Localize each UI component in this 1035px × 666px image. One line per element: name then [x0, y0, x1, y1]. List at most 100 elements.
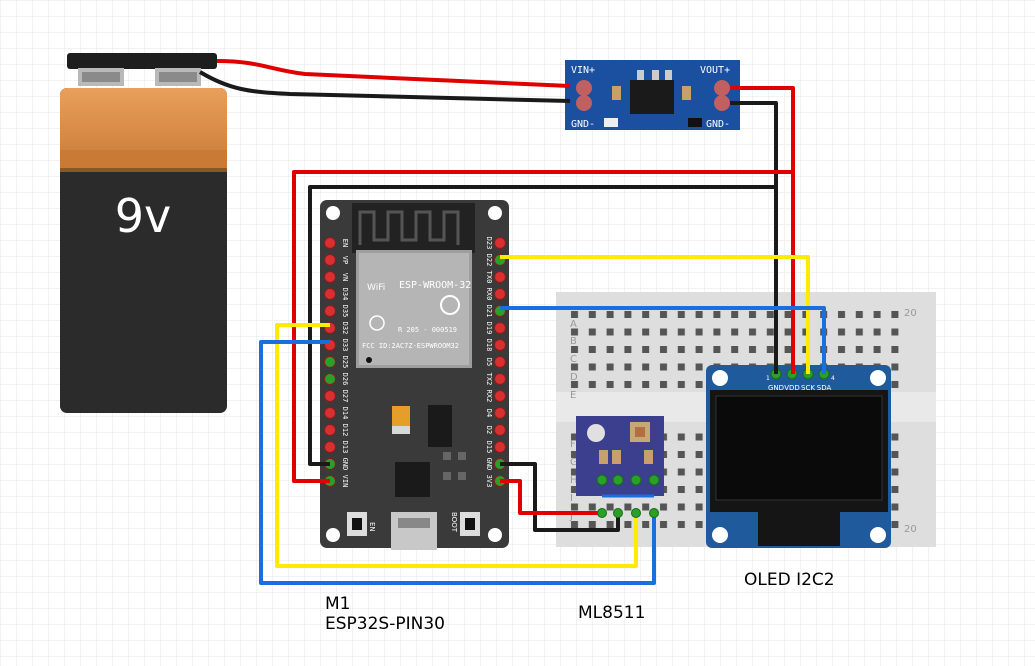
esp-pin-left-vp[interactable]: VP	[324, 254, 350, 266]
ce-mark-icon	[369, 315, 385, 331]
wire-d33-ml8511	[275, 323, 638, 568]
bb-row-J: J	[569, 511, 573, 522]
esp-pin-right-label: D18	[485, 339, 493, 352]
esp-pin-left-label: D33	[341, 339, 349, 352]
breadboard-hole-ml8511-2[interactable]	[613, 508, 623, 518]
oled-pin-num-left: 1	[766, 375, 770, 382]
bb-col-bottom: 20	[904, 524, 917, 535]
esp-pin-left-label: VN	[341, 273, 349, 281]
esp-pin-right-d4[interactable]: D4	[485, 407, 506, 419]
reg-gnd-right-label: GND-	[706, 119, 730, 130]
esp-r-mark: R 205 - 000519	[398, 326, 457, 334]
m1-label: M1	[325, 594, 351, 614]
esp-pin-left-d25[interactable]: D25	[324, 356, 350, 369]
esp-pin-right-d23[interactable]: D23	[485, 237, 506, 250]
esp-pin-left-label: GND	[341, 458, 349, 471]
esp-pin-left-label: D27	[341, 390, 349, 403]
esp-pin-right-d15[interactable]: D15	[485, 441, 506, 454]
ml8511-pin-2[interactable]	[612, 474, 624, 486]
esp-module-name: ESP-WROOM-32	[399, 280, 471, 291]
bb-row-A: A	[570, 319, 577, 330]
oled-pin-label: GND	[768, 384, 784, 392]
wire-vout-oled-vdd	[730, 86, 795, 374]
esp-pin-left-d34[interactable]: D34	[324, 288, 350, 301]
esp-pin-right-label: TX2	[485, 373, 493, 386]
esp-pin-left-d12[interactable]: D12	[324, 424, 350, 437]
esp-pin-right-label: GND	[485, 458, 493, 471]
wire-gnd-ml8511	[500, 462, 620, 532]
wire-battery-negative	[198, 70, 571, 103]
esp-pin-right-label: D5	[485, 358, 493, 366]
esp-pin-right-label: D21	[485, 305, 493, 318]
esp-pin-left-d14[interactable]: D14	[324, 407, 350, 420]
wire-d22-sck	[500, 255, 810, 374]
esp-pin-right-label: D4	[485, 409, 493, 417]
oled-pin-label: SDA	[817, 384, 832, 392]
esp-pin-left-en[interactable]: EN	[324, 237, 350, 249]
esp-pin-left-label: D12	[341, 424, 349, 437]
bb-col-top: 20	[904, 308, 917, 319]
esp-pin-left-d27[interactable]: D27	[324, 390, 350, 403]
wifi-logo: WiFi	[367, 283, 385, 293]
battery-9v: 9v	[60, 53, 227, 413]
bb-row-C: C	[570, 354, 577, 365]
wire-gnd-oled-gnd	[730, 101, 778, 374]
esp-pin-left-d26[interactable]: D26	[324, 373, 350, 386]
esp-pin-left-vn[interactable]: VN	[324, 271, 350, 283]
esp-pin-right-rx2[interactable]: RX2	[485, 390, 506, 403]
wire-3v3-ml8511	[500, 479, 602, 515]
reg-vin-label: VIN+	[571, 65, 595, 76]
en-button-label: EN	[368, 522, 376, 532]
esp-pin-left-label: D34	[341, 288, 349, 301]
esp-pin-right-label: D19	[485, 322, 493, 335]
bb-row-I: I	[570, 493, 573, 504]
esp-pin-left-label: D13	[341, 441, 349, 454]
wire-d21-sda	[500, 306, 826, 374]
esp-pin-left-label: VIN	[341, 475, 349, 488]
ml8511-label: ML8511	[578, 603, 646, 623]
bluetooth-icon	[440, 295, 460, 315]
breadboard-hole-ml8511-4[interactable]	[649, 508, 659, 518]
bb-row-D: D	[570, 372, 578, 383]
esp-pin-right-d18[interactable]: D18	[485, 339, 506, 352]
esp-pin-left-label: EN	[341, 239, 349, 247]
ml8511-pin-3[interactable]	[630, 474, 642, 486]
esp-pin-right-d2[interactable]: D2	[485, 424, 506, 436]
esp-pin-right-label: D22	[485, 254, 493, 267]
esp-pin-right-label: RX2	[485, 390, 493, 403]
esp-pin-left-d13[interactable]: D13	[324, 441, 350, 454]
esp-pin-left-label: D35	[341, 305, 349, 318]
oled-pin-num-right: 4	[831, 375, 835, 382]
breadboard-hole-ml8511-3[interactable]	[631, 508, 641, 518]
usb-port	[391, 512, 437, 550]
oled-pin-label: SCK	[801, 384, 815, 392]
esp-pin-right-label: D23	[485, 237, 493, 250]
bb-row-G: G	[570, 457, 578, 468]
bb-row-F: F	[570, 439, 576, 450]
reg-vout-label: VOUT+	[700, 65, 730, 76]
esp-pin-right-d5[interactable]: D5	[485, 356, 506, 368]
esp-pin-left-label: D32	[341, 322, 349, 335]
esp-pin-right-label: 3V3	[485, 475, 493, 488]
voltage-regulator: VIN+ VOUT+ GND- GND-	[565, 60, 740, 130]
boot-button-label: BOOT	[450, 512, 458, 533]
oled-pin-label: VDD	[784, 384, 800, 392]
reg-gnd-left-label: GND-	[571, 119, 595, 130]
esp-pin-right-rx0[interactable]: RX0	[485, 288, 506, 301]
esp-pin-left-label: D14	[341, 407, 349, 420]
ml8511-pin-4[interactable]	[648, 474, 660, 486]
ml8511-pins	[596, 474, 660, 518]
esp-pin-right-tx2[interactable]: TX2	[485, 373, 506, 386]
wire-battery-positive	[216, 59, 571, 88]
bb-row-E: E	[570, 390, 576, 401]
esp-pin-right-tx0[interactable]: TX0	[485, 271, 506, 284]
esp-pin-left-d35[interactable]: D35	[324, 305, 350, 318]
esp-pin-right-d19[interactable]: D19	[485, 322, 506, 335]
esp-fcc-id: FCC ID:2AC7Z-ESPWROOM32	[362, 342, 459, 350]
ml8511-pin-1[interactable]	[596, 474, 608, 486]
esp-pin-right-label: RX0	[485, 288, 493, 301]
breadboard-hole-ml8511-1[interactable]	[597, 508, 607, 518]
